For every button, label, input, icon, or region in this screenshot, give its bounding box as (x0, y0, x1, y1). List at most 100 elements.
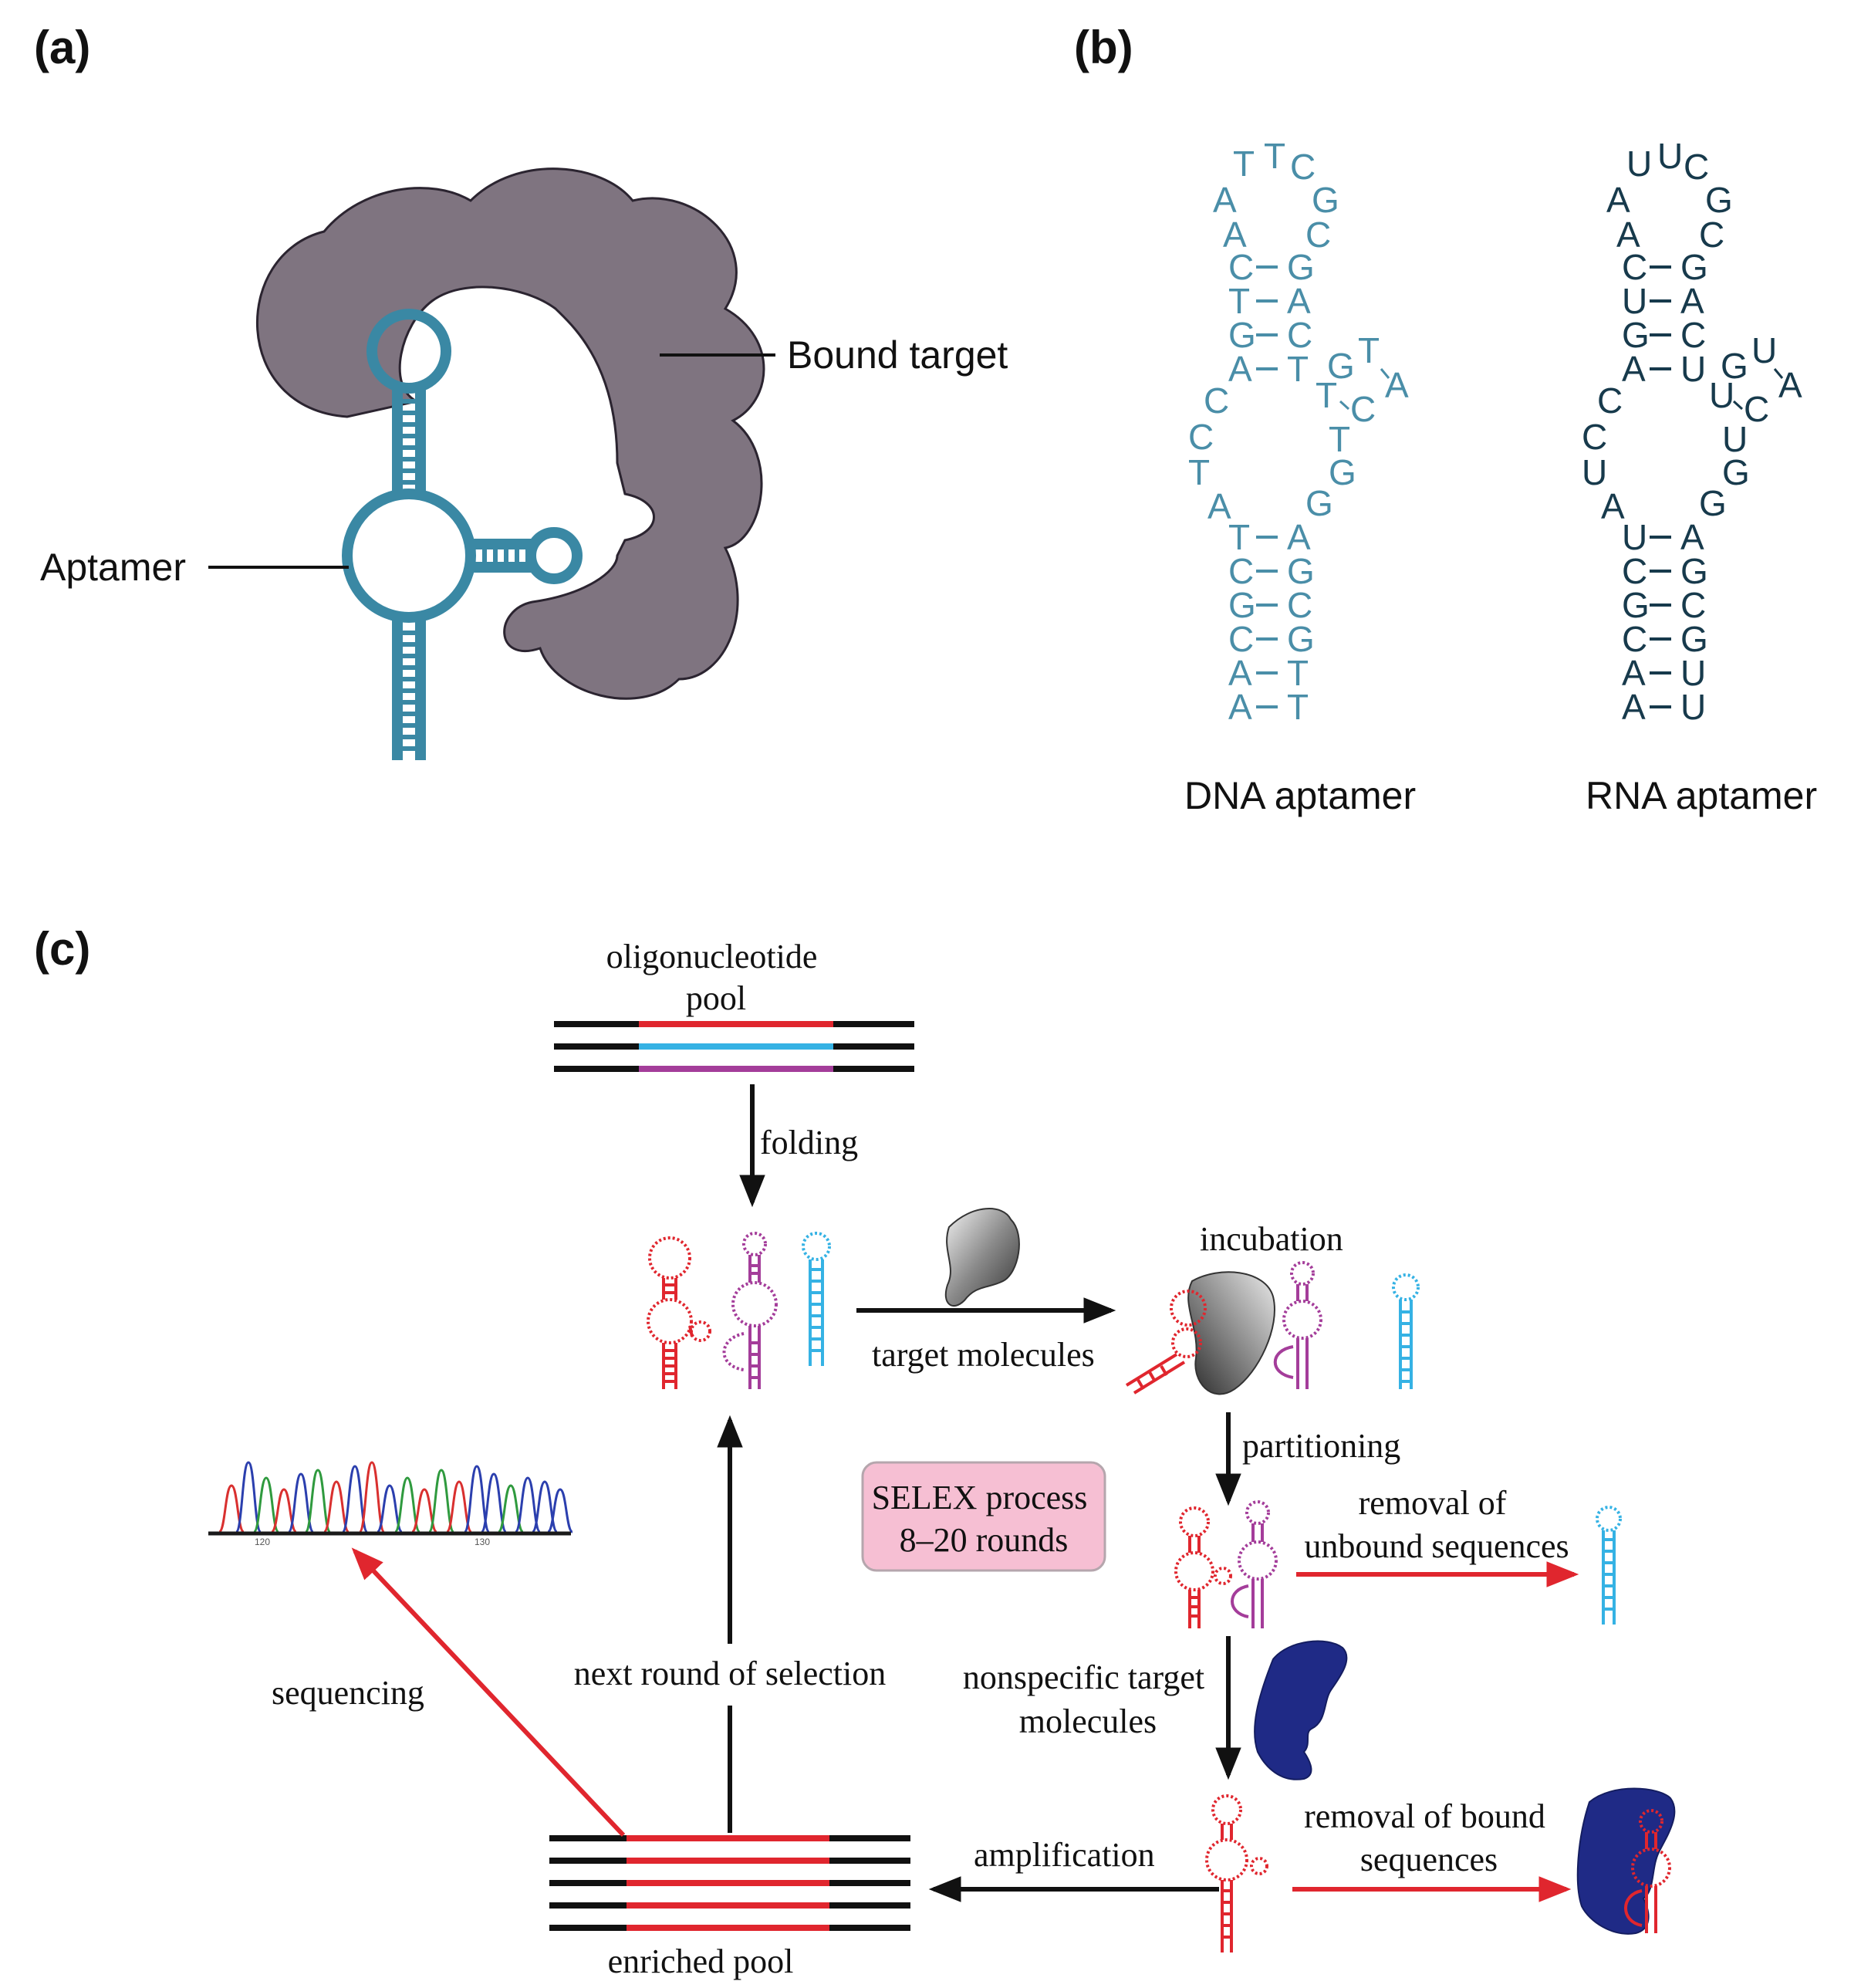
selex-box (861, 1461, 1106, 1572)
target-molecules-label: target molecules (872, 1336, 1095, 1374)
rna-bulge-nt: U (1722, 419, 1748, 459)
rna-stem-nt: A (1622, 687, 1646, 727)
chromatogram-tick-130: 130 (475, 1537, 490, 1547)
next-round-label: next round of selection (574, 1655, 886, 1692)
removal-unbound-line: unbound sequences (1304, 1527, 1569, 1565)
dna-stem-nt: A (1228, 653, 1252, 693)
dna-bulge-nt: A (1207, 486, 1231, 526)
dna-stem-nt: C (1228, 619, 1254, 659)
panel-c: (c) oligonucleotide pool folding (34, 923, 1676, 1980)
rna-bulge-nt: C (1744, 389, 1769, 429)
enriched-pool-strands (549, 1835, 910, 1931)
chromatogram-peak (427, 1469, 455, 1533)
rna-stem-nt: G (1622, 585, 1650, 625)
chromatogram-peak (323, 1480, 350, 1533)
rna-stem-nt: A (1680, 517, 1704, 557)
rna-aptamer-structure: U U C A G A C C G U A G C A U G U A U (1582, 136, 1802, 727)
rna-loop-nt: G (1705, 180, 1733, 220)
dna-stem-nt: T (1287, 349, 1309, 389)
rna-aptamer-caption: RNA aptamer (1586, 774, 1817, 817)
selex-line: SELEX process (872, 1479, 1088, 1516)
removal-unbound-label: removal of unbound sequences (1304, 1484, 1569, 1565)
dna-bulge-nt: C (1188, 417, 1214, 457)
panel-b: (b) T T C A G A C C G T A G C A T G (1074, 22, 1817, 817)
rna-stem-nt: U (1680, 653, 1706, 693)
dna-bulge-nt: T (1316, 375, 1337, 415)
panel-a-label: (a) (34, 22, 90, 73)
sequencing-label: sequencing (272, 1674, 424, 1712)
dna-stem-nt: T (1228, 517, 1250, 557)
rna-stem-nt: C (1622, 551, 1647, 591)
amplification-label: amplification (974, 1836, 1155, 1874)
oligo-pool-strands (554, 1021, 914, 1072)
aptamer-base-pairs (397, 399, 530, 751)
dna-bulge-nt: C (1350, 389, 1376, 429)
rna-stem-nt: C (1680, 315, 1706, 355)
rna-stem-nt: C (1622, 247, 1647, 287)
dna-stem-nt: C (1287, 585, 1312, 625)
removal-bound-line: sequences (1360, 1841, 1498, 1878)
dna-stem-nt: A (1287, 281, 1311, 321)
dna-stem-nt: G (1287, 551, 1315, 591)
dna-bulge-nt: G (1327, 346, 1355, 386)
dna-stem-nt: C (1228, 247, 1254, 287)
rna-stem-nt: A (1622, 349, 1646, 389)
nonspecific-line: molecules (1019, 1702, 1157, 1740)
enriched-pool-label: enriched pool (608, 1942, 794, 1980)
selex-label: SELEX process 8–20 rounds (872, 1479, 1096, 1559)
bound-nonspecific-complex (1576, 1787, 1676, 1935)
folding-label: folding (760, 1124, 858, 1161)
dna-bulge-nt: T (1188, 452, 1210, 492)
chromatogram-peak (235, 1461, 262, 1533)
target-molecule-shape (944, 1208, 1020, 1307)
specific-aptamer (1205, 1794, 1268, 1952)
chromatogram-traces (218, 1461, 574, 1533)
dna-loop-nt: A (1223, 215, 1247, 255)
rna-loop-nt: A (1616, 215, 1640, 255)
rna-stem-nt: U (1622, 517, 1647, 557)
panel-c-label: (c) (34, 923, 90, 975)
dna-stem-nt: G (1228, 585, 1256, 625)
dna-aptamer-caption: DNA aptamer (1184, 774, 1416, 817)
dna-stem-nt: T (1287, 653, 1309, 693)
rna-bulge-nt: U (1709, 375, 1734, 415)
nonspecific-target-shape (1254, 1640, 1348, 1780)
dna-stem-nt: G (1228, 315, 1256, 355)
rna-bulge-nt: A (1601, 486, 1625, 526)
rna-bulge-nt: U (1751, 330, 1777, 370)
nonspecific-label: nonspecific target molecules (963, 1658, 1213, 1740)
dna-stem-nt: C (1228, 551, 1254, 591)
folded-aptamers (647, 1232, 831, 1389)
rna-stem-nt: U (1622, 281, 1647, 321)
dna-loop-nt: C (1290, 147, 1316, 187)
aptamer-label: Aptamer (40, 546, 186, 589)
removal-unbound-line: removal of (1359, 1484, 1507, 1522)
dna-bulge-nt: G (1305, 483, 1333, 523)
dna-stem-nt: G (1287, 619, 1315, 659)
bound-target-label: Bound target (787, 333, 1008, 377)
unbound-aptamer (1596, 1506, 1622, 1625)
dna-stem-nt: T (1228, 281, 1250, 321)
rna-loop-nt: U (1657, 136, 1683, 176)
rna-stem-nt: G (1622, 315, 1650, 355)
rna-stem-nt: G (1680, 619, 1708, 659)
rna-stem-nt: C (1622, 619, 1647, 659)
rna-stem-nt: A (1622, 653, 1646, 693)
rna-loop-nt: C (1684, 147, 1709, 187)
chromatogram-peak (304, 1469, 332, 1533)
oligo-pool-line: pool (686, 979, 746, 1017)
dna-stem-nt: A (1228, 349, 1252, 389)
rna-bulge-nt: C (1582, 417, 1607, 457)
rna-bulge-nt: A (1778, 365, 1802, 405)
rna-bulge-nt: G (1722, 452, 1750, 492)
sequencing-arrow (351, 1547, 626, 1838)
chromatogram-peak (358, 1461, 386, 1533)
dna-bulge-nt: T (1329, 419, 1350, 459)
nonspecific-line: nonspecific target (963, 1658, 1204, 1696)
oligo-pool-line: oligonucleotide (606, 938, 818, 975)
dna-loop-nt: T (1264, 136, 1285, 176)
bound-target-blob (256, 167, 765, 700)
rna-bulge-nt: G (1721, 346, 1748, 386)
dna-loop-nt: A (1213, 180, 1237, 220)
